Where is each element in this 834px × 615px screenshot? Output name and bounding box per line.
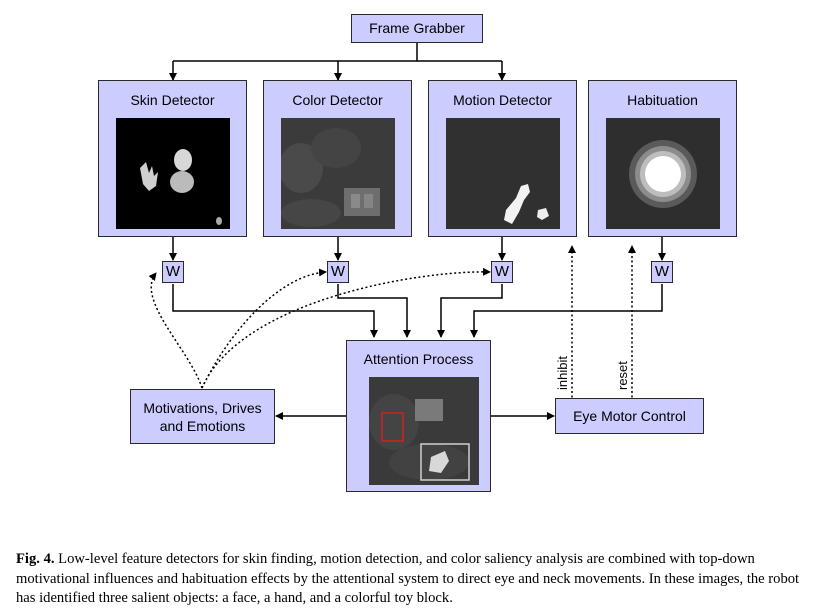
inhibit-label: inhibit <box>555 356 570 390</box>
figure-caption-text: Low-level feature detectors for skin fin… <box>16 551 800 606</box>
frame-grabber-label: Frame Grabber <box>369 20 465 36</box>
connector-motiv-w1 <box>148 272 203 389</box>
habituation-box: Habituation <box>588 80 737 237</box>
reset-label: reset <box>615 361 630 390</box>
attention-image-drawing <box>369 394 470 481</box>
attention-process-label: Attention Process <box>363 351 474 367</box>
connector-w3-attn <box>437 284 503 338</box>
eye-motor-control-box: Eye Motor Control <box>555 398 704 434</box>
color-detector-label: Color Detector <box>292 92 383 108</box>
attention-image <box>369 377 479 485</box>
frame-grabber-box: Frame Grabber <box>351 14 483 43</box>
connector-motiv-w2 <box>201 268 327 389</box>
motion-detector-box: Motion Detector <box>428 80 577 237</box>
skin-detector-image <box>116 118 230 229</box>
skin-image-drawing <box>140 149 222 225</box>
motion-detector-image <box>446 118 560 229</box>
habituation-image-drawing <box>629 140 697 208</box>
weight-box-skin: W <box>162 261 184 283</box>
attention-process-box: Attention Process <box>346 340 491 492</box>
figure-caption-label: Fig. 4. <box>16 551 55 567</box>
connector-w4-attn <box>470 284 663 338</box>
motion-detector-label: Motion Detector <box>453 92 552 108</box>
motivations-box: Motivations, Drives and Emotions <box>130 389 275 444</box>
figure-caption: Fig. 4. Low-level feature detectors for … <box>16 550 816 609</box>
connector-w2-attn <box>337 284 411 338</box>
color-detector-image <box>281 118 395 229</box>
habituation-image <box>606 118 720 229</box>
weight-box-color: W <box>327 261 349 283</box>
weight-box-motion: W <box>491 261 513 283</box>
habituation-label: Habituation <box>627 92 698 108</box>
motion-image-drawing <box>504 184 549 224</box>
color-detector-box: Color Detector <box>263 80 412 237</box>
eye-motor-control-label: Eye Motor Control <box>573 408 686 424</box>
skin-detector-box: Skin Detector <box>98 80 247 237</box>
connector-w1-attn <box>172 284 378 338</box>
color-image-drawing <box>281 118 395 229</box>
weight-box-habituation: W <box>651 261 673 283</box>
motivations-label: Motivations, Drives and Emotions <box>143 400 262 434</box>
skin-detector-label: Skin Detector <box>130 92 215 108</box>
